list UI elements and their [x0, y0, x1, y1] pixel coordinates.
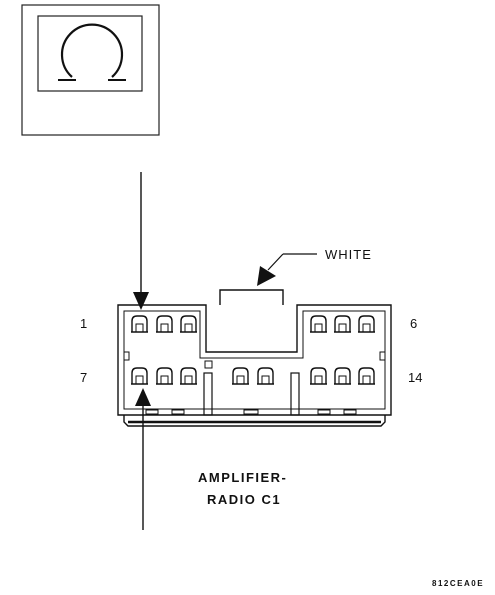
pin-cavity — [358, 315, 375, 333]
pin-cavity — [310, 315, 327, 333]
color-callout-leader — [257, 253, 317, 286]
pin-cavity — [156, 367, 173, 385]
pin-7-pointer-arrow — [135, 388, 151, 530]
pin-cavity — [358, 367, 375, 385]
pin-cavity — [180, 367, 197, 385]
pin-cavity — [131, 367, 148, 385]
pin-cavity — [131, 315, 148, 333]
pin-cavity — [257, 367, 274, 385]
pin-label-1: 1 — [80, 316, 87, 331]
pin-label-6: 6 — [410, 316, 417, 331]
pin-cavity — [156, 315, 173, 333]
pin-cavities — [131, 315, 375, 385]
pin-cavity — [334, 367, 351, 385]
pin-cavity — [310, 367, 327, 385]
pin-label-7: 7 — [80, 370, 87, 385]
omega-symbol-icon — [58, 23, 126, 81]
pin-cavity — [180, 315, 197, 333]
figure-id: 812CEA0E — [432, 579, 484, 588]
connector-body — [117, 289, 392, 427]
pin-cavity — [334, 315, 351, 333]
pin-cavity — [232, 367, 249, 385]
pin-label-14: 14 — [408, 370, 422, 385]
pin-1-pointer-arrow — [133, 172, 149, 310]
connector-color-label: WHITE — [325, 247, 372, 262]
connector-name-line-1: AMPLIFIER- — [198, 470, 287, 485]
legend-box — [21, 4, 160, 136]
connector-name-line-2: RADIO C1 — [207, 492, 281, 507]
